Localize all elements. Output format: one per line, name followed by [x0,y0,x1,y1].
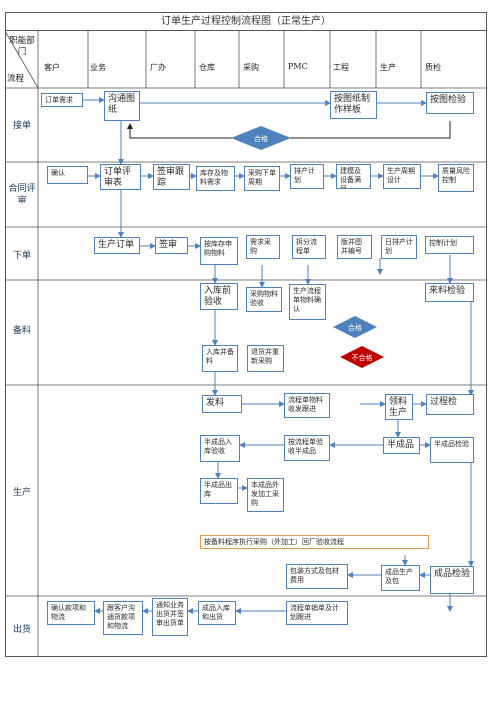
box-notify-shipping: 通知业务出货并签审出货单 [152,598,188,636]
flowchart-frame [5,12,487,657]
box-flow-close-plan: 流程单销单及计划跟进 [286,601,348,625]
box-sign-review: 签审 [155,237,188,254]
row-contract-review: 合同评审 [8,184,36,206]
box-sign-approve-track: 签审跟踪 [153,164,190,190]
fail-label: 不合格 [351,354,373,362]
box-demand-purchase: 需求采购 [246,235,280,259]
box-purchase-delivery: 采购下单周期 [244,166,280,191]
box-sample-by-drawing: 按图纸制作样板 [330,91,377,119]
corner-departments: 职能部门 [9,36,35,57]
box-communicate-drawings: 沟通图纸 [104,91,140,121]
box-inspect-by-drawing: 按图检验 [426,92,474,114]
box-follow-customer-payment: 跟客户沟通货款项和物流 [103,601,143,635]
box-inbound-prep: 入库并备料 [202,345,238,372]
box-semi-inspect: 半成品检验 [430,437,474,463]
box-outsourcing-purchase: 本成品外发加工采购 [247,478,284,512]
row-material-prep: 备料 [12,326,31,336]
box-flow-sheet-semi-inspect: 按流程单验收半成品 [284,435,330,461]
box-tooling-fit: 建模及设备满足 [336,164,371,189]
row-shipping: 出货 [12,625,31,635]
box-split-flow-sheet: 拆分流程单 [292,235,326,259]
box-inventory-material-demand: 库存及物料需求 [196,166,235,191]
box-control-plan: 控制计划 [425,236,474,254]
fail-diamond [340,346,384,368]
col-purchasing: 采购 [243,63,259,72]
box-confirm-payment-logistics: 确认款项和物流 [47,601,95,625]
box-incoming-inspect: 来料检验 [425,283,474,302]
box-semi-finished: 半成品 [383,437,420,454]
box-packaging-cost: 包装方式及包材费用 [286,564,348,589]
box-schedule-plan: 排产计划 [290,164,324,189]
col-sales: 业务 [90,63,106,72]
box-flow-sheet-confirm: 生产流程单物料确认 [289,284,326,320]
col-pmc: PMC [288,62,308,71]
row-production: 生产 [12,488,31,498]
col-qc: 质检 [425,63,441,72]
col-office: 厂办 [150,63,166,72]
box-purchase-material-inspect: 采购物料验收 [246,287,282,312]
pass-label-2: 合格 [348,324,362,332]
box-daily-plan: 日排产计划 [381,235,417,259]
corner-flow: 流程 [7,74,25,84]
row-receive-order: 接单 [12,121,31,131]
box-quality-risk-control: 质量风险控制 [438,164,474,192]
box-return-repurchase: 退货并重新采购 [247,345,284,372]
box-process-inspect: 过程检 [426,394,474,415]
box-finished-inspect: 成品检验 [430,566,474,594]
col-engineering: 工程 [333,63,349,72]
box-confirm: 确认 [47,166,88,184]
box-semi-inbound-inspect: 半成品入库验收 [200,435,240,462]
box-flow-sheet-material-tracking: 流程单物料收发跟进 [284,393,330,418]
row-place-order: 下单 [12,251,31,261]
box-order-review: 订单评审表 [100,164,141,190]
box-issue-material: 发料 [202,395,242,413]
box-drawing-number: 版并图并编号 [337,235,372,259]
box-finished-pack: 成品生产及包 [381,565,420,591]
box-finished-inbound-outbound: 成品入库和出货 [198,601,236,625]
page-title: 订单生产过程控制流程图（正常生产） [5,12,487,31]
box-production-cycle-design: 生产周期设计 [383,164,421,189]
box-production-order: 生产订单 [94,237,140,254]
pass-label-1: 合格 [254,135,268,143]
box-receive-produce: 领料生产 [385,394,413,420]
box-pre-inbound-inspect: 入库前验收 [200,283,238,310]
col-production: 生产 [380,63,396,72]
box-order-demand: 订单需求 [41,93,83,107]
box-outsourcing-note: 按备料程序执行采购（外加工）回厂验收流程 [200,535,429,549]
pass-diamond-1 [231,126,291,150]
box-semi-outbound: 半成品出库 [200,478,238,504]
box-stock-application: 按库存申购物料 [200,237,238,265]
col-customer: 客户 [44,63,60,72]
pass-diamond-2 [333,316,377,338]
col-warehouse: 仓库 [199,63,215,72]
